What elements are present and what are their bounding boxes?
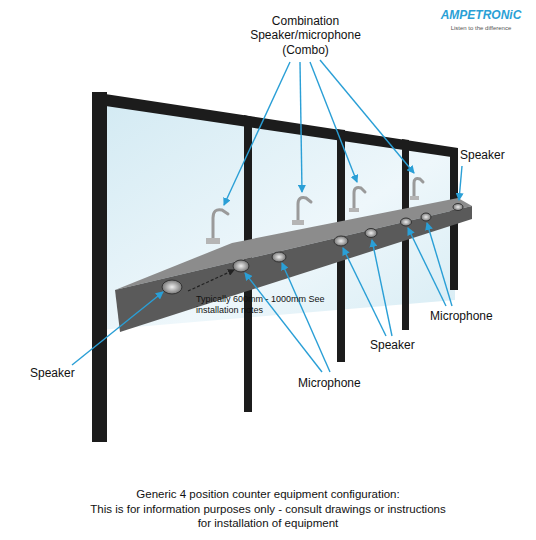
part-label: Microphone <box>298 376 388 390</box>
part-label: Speaker <box>370 338 430 352</box>
brand-tagline: Listen to the difference <box>436 25 526 32</box>
callout-heading: Combination Speaker/microphone (Combo) <box>243 14 368 57</box>
part-label: Speaker <box>460 148 520 162</box>
caption: Generic 4 position counter equipment con… <box>68 488 468 502</box>
part-label: Speaker <box>30 366 90 380</box>
note-text: This is for information purposes only - … <box>88 503 448 531</box>
part-label: Microphone <box>430 309 520 323</box>
brand-logo: AMPETRONiC <box>436 8 526 22</box>
dimension-note: Typically 600mm - 1000mm See installatio… <box>196 294 336 316</box>
